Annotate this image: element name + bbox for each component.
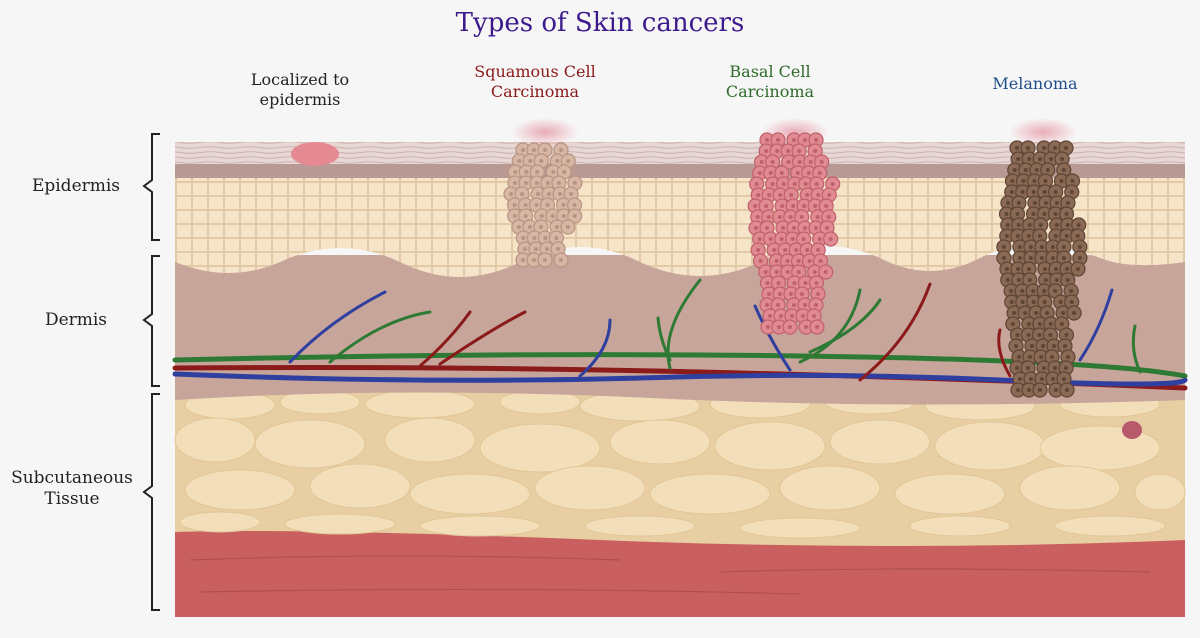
localized-lesion [291,142,339,166]
diagram-title: Types of Skin cancers [455,8,745,38]
label-dermis: Dermis [44,310,108,330]
blood-vessels [172,278,1188,391]
label-melanoma: Melanoma [992,74,1078,93]
bracket-dermis [142,255,160,387]
epidermis-layer [175,178,1185,277]
bracket-epidermis [142,133,160,241]
bracket-subcutaneous [142,393,160,611]
fat-lobules [174,389,1186,539]
tumors [503,118,1088,398]
stratum-corneum [175,142,1185,164]
label-epidermis: Epidermis [31,176,121,196]
